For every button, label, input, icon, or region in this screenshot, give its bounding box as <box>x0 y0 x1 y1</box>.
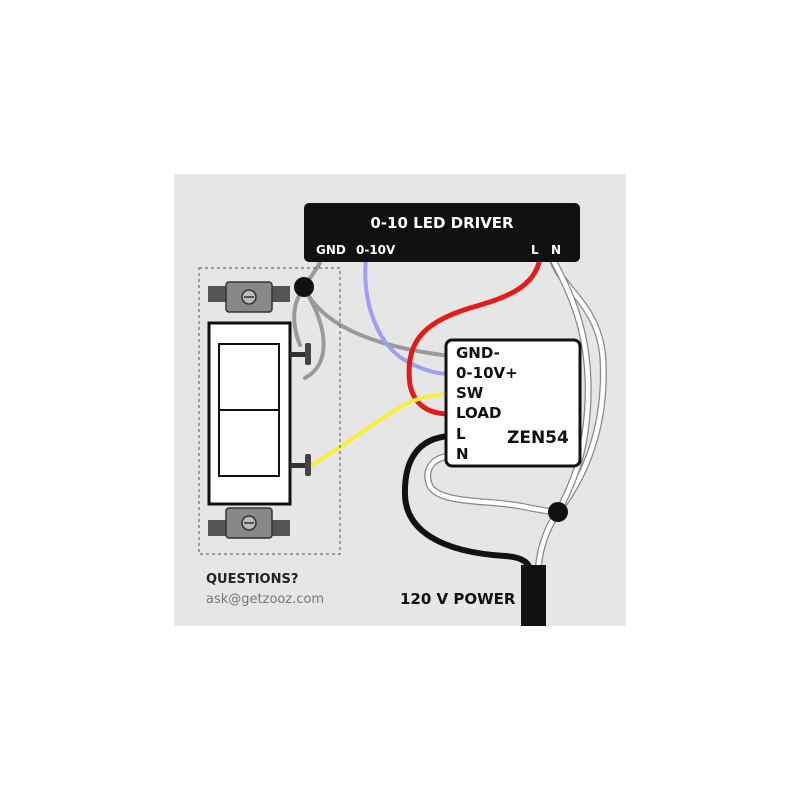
module-terminal-load: LOAD <box>456 404 502 422</box>
gnd-wire-splice-to-module <box>302 286 452 358</box>
gnd-splice-dot <box>294 277 314 297</box>
driver-terminal-dim: 0-10V <box>356 243 396 257</box>
power-cable <box>521 565 546 626</box>
module-terminal-l: L <box>456 425 466 443</box>
module-terminal-dim: 0-10V+ <box>456 364 518 382</box>
module-terminal-gnd: GND- <box>456 344 500 362</box>
driver-terminal-n: N <box>551 243 562 257</box>
switch-top-strap <box>208 281 290 313</box>
switch-bottom-strap <box>208 507 290 539</box>
neutral-wire-b <box>549 255 591 515</box>
module-terminal-n: N <box>456 445 469 463</box>
switch-rocker-top <box>218 343 280 411</box>
module-terminal-sw: SW <box>456 384 484 402</box>
dim-wire <box>363 256 452 376</box>
support-email: ask@getzooz.com <box>206 592 325 607</box>
switch-outline <box>198 267 341 555</box>
gnd-wire-splice-to-switch-bottom <box>302 286 326 380</box>
line-wire <box>401 433 535 578</box>
driver-terminal-gnd: GND <box>316 243 346 257</box>
led-driver-box <box>304 203 580 262</box>
load-wire <box>406 255 543 417</box>
zen54-module-box <box>444 338 582 468</box>
driver-terminal-l: L <box>531 243 539 257</box>
neutral-splice-dot <box>548 502 568 522</box>
neutral-wire-c <box>425 453 561 515</box>
switch-terminal-screws <box>290 343 311 476</box>
driver-title: 0-10 LED DRIVER <box>370 214 514 232</box>
power-label: 120 V POWER <box>400 590 516 608</box>
module-model-label: ZEN54 <box>507 428 569 448</box>
sw-wire <box>308 392 452 468</box>
switch-rocker-bottom <box>218 409 280 477</box>
questions-label: QUESTIONS? <box>206 572 299 587</box>
